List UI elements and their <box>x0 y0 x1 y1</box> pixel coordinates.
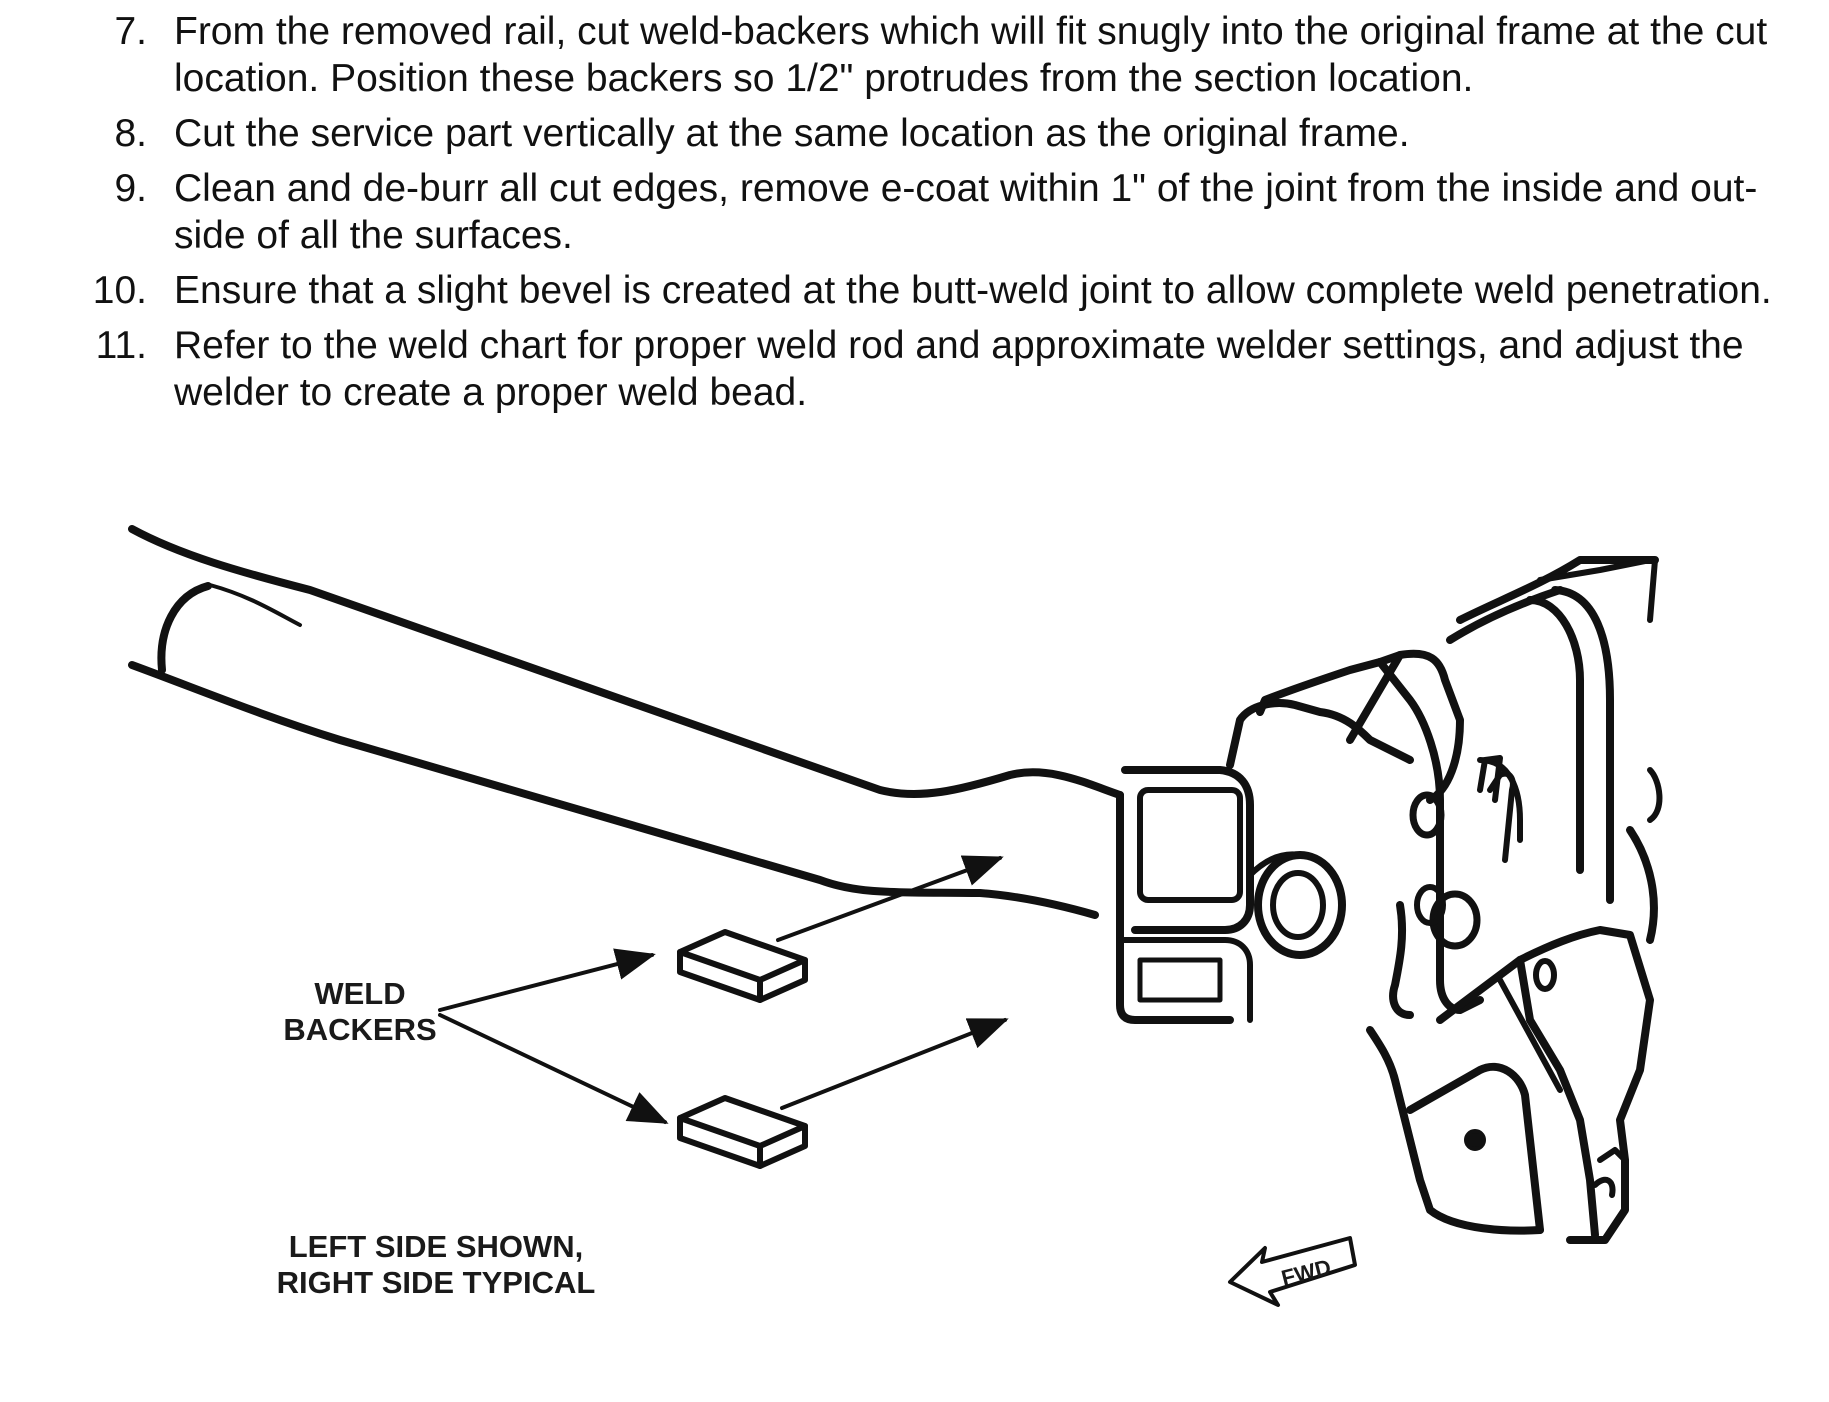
arrow-weld-label-to-upper-backer <box>438 948 656 1012</box>
step-text: Ensure that a slight bevel is created at… <box>174 269 1772 312</box>
step-text: From the removed rail, cut weld-backers … <box>174 10 1768 100</box>
step-item: 10. Ensure that a slight bevel is create… <box>0 267 1829 314</box>
forward-direction-arrow <box>1228 1236 1357 1307</box>
arrow-lower-backer-to-rail <box>780 1018 1009 1110</box>
arrow-weld-label-to-lower-backer <box>438 1013 669 1124</box>
pointer-arrows <box>438 855 1009 1124</box>
step-item: 9. Clean and de-burr all cut edges, remo… <box>0 165 1829 259</box>
frame-rail <box>128 525 1124 919</box>
weld-backer-blocks <box>677 929 808 1169</box>
step-text: Refer to the weld chart for proper weld … <box>174 324 1744 414</box>
step-text: Clean and de-burr all cut edges, remove … <box>174 167 1758 257</box>
weld-backer-upper <box>677 929 808 1003</box>
step-number: 8. <box>114 112 147 155</box>
arrow-upper-backer-to-rail <box>776 855 1004 942</box>
step-item: 11. Refer to the weld chart for proper w… <box>0 322 1829 416</box>
front-bracket <box>1226 556 1663 1244</box>
step-item: 7. From the removed rail, cut weld-backe… <box>0 8 1829 102</box>
side-shown-label-line2: RIGHT SIDE TYPICAL <box>277 1265 596 1300</box>
side-shown-label-line1: LEFT SIDE SHOWN, <box>289 1229 584 1264</box>
step-number: 11. <box>95 324 147 367</box>
step-item: 8. Cut the service part vertically at th… <box>0 110 1829 157</box>
bracket-holes <box>1409 755 1616 1198</box>
step-text: Cut the service part vertically at the s… <box>174 112 1410 155</box>
weld-backers-label-line1: WELD <box>314 976 405 1011</box>
step-number: 10. <box>92 269 147 312</box>
instruction-steps: 7. From the removed rail, cut weld-backe… <box>0 8 1829 424</box>
step-number: 9. <box>114 167 147 210</box>
weld-backer-lower <box>677 1095 808 1169</box>
step-number: 7. <box>114 10 147 53</box>
rail-cut-end <box>1116 766 1346 1024</box>
weld-backers-label-line2: BACKERS <box>283 1012 436 1047</box>
